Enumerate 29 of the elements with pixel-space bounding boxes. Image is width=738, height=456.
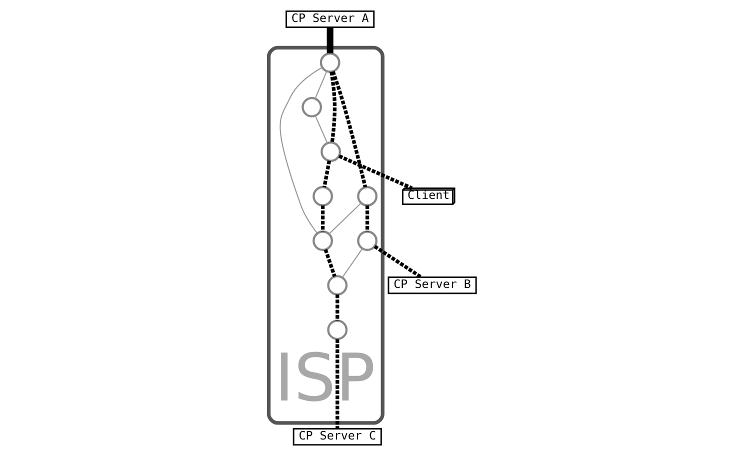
node-box: CP Server A [285,10,374,28]
connector [364,205,369,232]
cluster: ISP [266,46,384,425]
connector [335,294,339,321]
node-circle [301,96,322,118]
node-circle [312,230,332,251]
connector [335,339,339,429]
node-circle [312,186,332,206]
connector [279,67,322,234]
node-circle [320,142,341,162]
node-circle [326,275,348,296]
connector [322,160,331,188]
connector [323,249,336,278]
connector [338,154,412,190]
connector [320,205,324,232]
node-circle [356,230,378,251]
connector [373,244,422,279]
connector [328,202,361,234]
connector [326,27,333,54]
connector [341,248,362,278]
node-circle [356,186,378,206]
node-box: CP Server C [292,428,382,446]
node-circle [319,52,340,73]
connector [314,71,327,99]
node-box: CP Server B [387,276,476,294]
connector [330,71,367,188]
connector [314,116,328,144]
connector [329,72,336,143]
node-circle [326,320,348,340]
